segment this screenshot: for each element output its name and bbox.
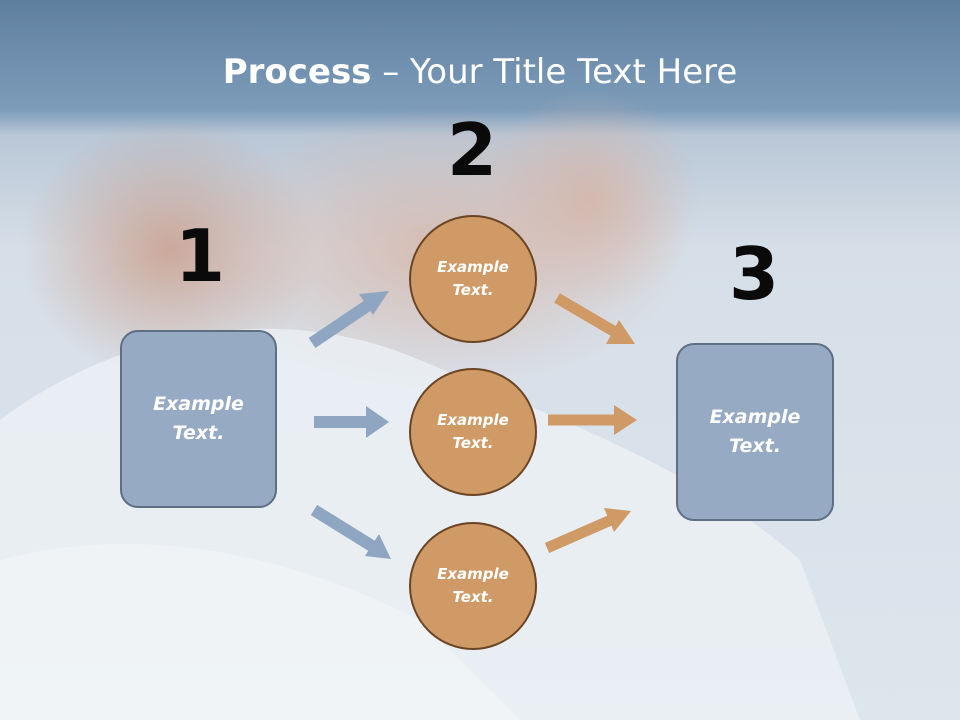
orange-arrows [544,293,637,554]
start-box: Example Text. [120,330,277,508]
step-number-2: 2 [446,108,498,192]
circle-bottom-label: Example Text. [437,565,509,606]
step-number-1: 1 [174,214,226,298]
circle-top: Example Text. [409,215,537,343]
circle-middle: Example Text. [409,368,537,496]
blue-arrows [308,291,391,559]
title-rest: – Your Title Text Here [371,52,738,92]
arrow-bottom-circle-to-box [544,508,631,554]
circle-top-label: Example Text. [437,258,509,299]
step-number-3: 3 [728,232,780,316]
start-box-label: Example Text. [153,393,244,444]
arrow-top-circle-to-box [554,293,635,344]
circle-bottom: Example Text. [409,522,537,650]
arrow-box-to-bottom-circle [310,504,391,559]
arrow-box-to-top-circle [308,291,389,348]
arrow-box-to-middle-circle [314,406,389,438]
result-box: Example Text. [676,343,834,521]
slide-title: Process – Your Title Text Here [0,52,960,92]
circle-middle-label: Example Text. [437,411,509,452]
result-box-label: Example Text. [709,406,801,457]
arrow-middle-circle-to-box [548,405,637,435]
title-bold: Process [222,52,372,92]
